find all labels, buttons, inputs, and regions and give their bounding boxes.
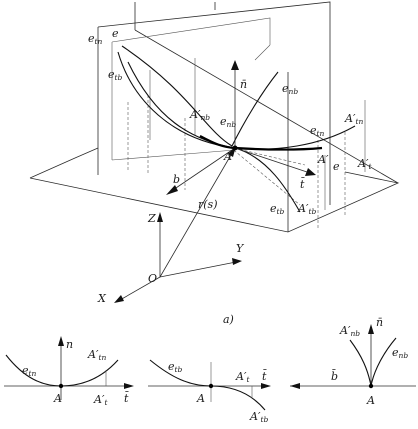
label-b-vector: b [173,173,180,186]
label-e-tn-right: etn [310,124,325,138]
space-curve-nb [121,45,279,147]
label-t-bar: t̄ [300,178,305,191]
main-curve [199,135,323,151]
panel-right-cusp-right [370,337,397,387]
panel-right-b-label: b̄ [331,370,338,383]
osculating-plane [29,147,400,233]
panel-right-a-prime-label: A′nb [339,324,360,338]
panel-left-n-label: n [66,338,73,351]
panel-left-n-arrow [58,336,64,346]
panel-right-a-label: A [366,394,375,407]
panel-middle-t-arrow [261,383,271,389]
label-o-origin: O [148,272,157,285]
panel-left-t-arrow [124,383,134,389]
panel-middle-a2-label: A′tb [249,410,268,424]
b-vector-line [169,147,236,193]
r-vector-line [159,147,236,278]
label-a-prime-tb-bottom: A′tb [297,202,316,216]
normal-plane [97,1,331,232]
panel-left-t-label: t̄ [124,392,129,405]
label-e-tn-top: etn [88,32,103,46]
x-axis-arrow [114,295,124,303]
label-e-right: e [333,160,340,173]
label-r-s: r(s) [198,198,218,211]
panel-left-e-label: etn [22,364,37,378]
rectifying-plane [134,2,399,184]
panel-middle-e-label: etb [168,360,183,374]
panel-middle-a1-label: A′t [235,370,250,384]
panel-middle-a-label: A [196,392,205,405]
y-axis [159,261,237,278]
label-n-bar: n̄ [240,78,247,91]
construction-box [111,17,366,210]
panel-right-cusp-left [349,339,372,387]
label-a-center: A [223,150,232,163]
label-z-axis: Z [147,212,156,225]
label-e-tb-top: etb [108,68,123,82]
b-vector-arrow [166,185,178,195]
t-vector-line [234,147,311,174]
label-a-prime-right: A′ [317,153,329,166]
z-axis-arrow [157,212,163,222]
panel-right-n-label: n̄ [376,316,383,329]
panel-right-nb: A′nb n̄ enb b̄ A [290,316,416,407]
n-vector-arrow [231,60,239,70]
panel-right-b-arrow [290,383,300,389]
panel-left-tn: n etn A′tn A A′t t̄ [4,336,134,407]
panel-right-point-a [368,383,374,389]
main-labels: etn e etb n̄ enb A′nb enb A etn A′tn A′ … [88,27,372,326]
label-a-prime-t-right: A′t [357,157,372,171]
panel-left-a-label: A [53,392,62,405]
y-axis-arrow [232,258,242,265]
label-y-axis: Y [236,242,245,255]
label-e-nb-top: enb [282,82,298,96]
label-e-nb-mid: enb [220,115,236,129]
t-vector-arrow [305,168,316,176]
projection-lines [127,95,346,228]
panel-middle-tb: etb A A′t t̄ A′tb [148,359,271,424]
panel-left-point-a [58,383,64,389]
label-a-prime-nb: A′nb [189,108,210,122]
panel-right-n-arrow [368,324,374,334]
label-a-prime-tn-right: A′tn [344,112,363,126]
point-a [232,145,238,151]
label-e-tb-bottom: etb [270,202,285,216]
label-e-top: e [112,27,119,40]
panel-middle-t-label: t̄ [262,370,267,383]
panel-left-a-prime-label: A′tn [87,348,106,362]
label-x-axis: X [97,292,107,305]
panel-middle-point-a [208,383,214,389]
panel-right-e-label: enb [392,346,408,360]
main-figure: etn e etb n̄ enb A′nb enb A etn A′tn A′ … [29,1,400,326]
figure-caption: a) [223,313,234,326]
space-curve-tb [127,61,301,213]
panel-left-a1-label: A′t [93,393,108,407]
x-axis [119,276,161,301]
